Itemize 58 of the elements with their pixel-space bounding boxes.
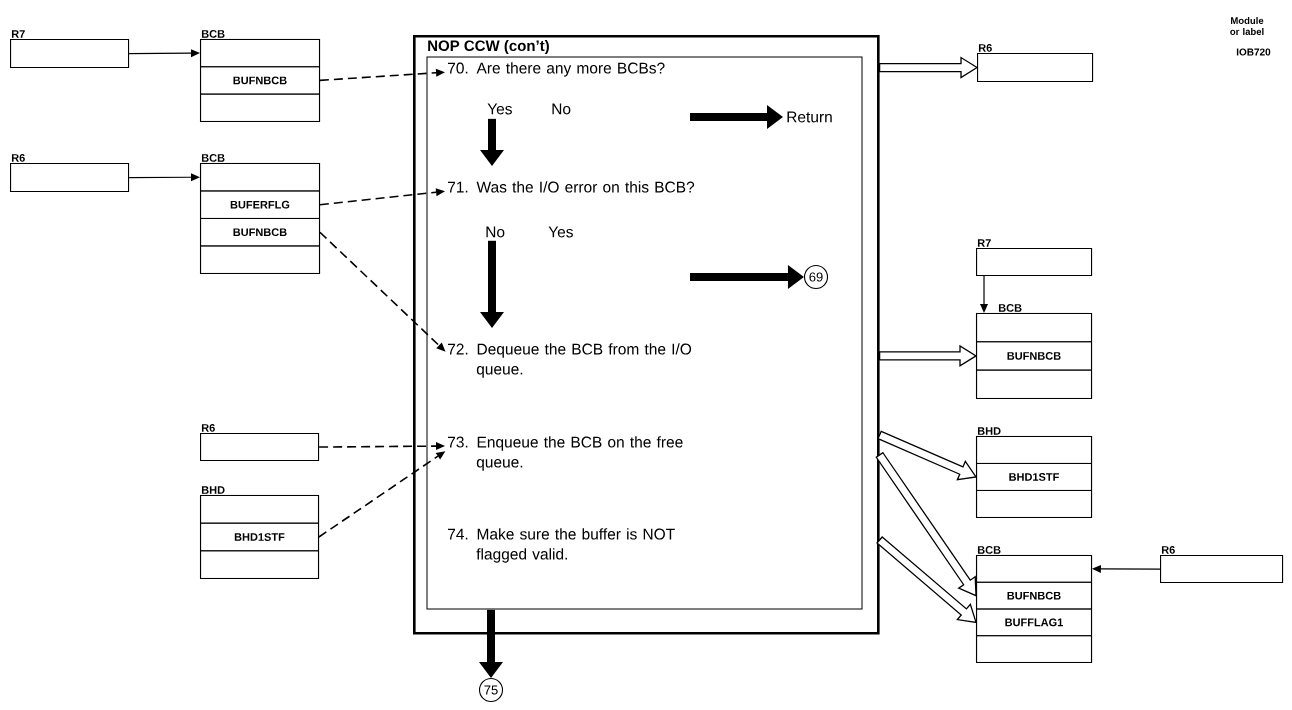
legend-note: Module or label	[1230, 17, 1264, 35]
block-name: BCB	[201, 30, 225, 38]
empty-cell	[976, 436, 1092, 464]
empty-cell	[200, 495, 319, 524]
step-text: 74. Make sure the buffer is NOT flagged valid.	[448, 528, 675, 563]
hollow-arrow	[878, 56, 979, 79]
register-name: R6	[11, 154, 25, 162]
field-cell: BUFERFLG	[200, 190, 320, 219]
block-name: BHD	[977, 427, 1001, 435]
step-text: 72. Dequeue the BCB from the I/O queue.	[448, 343, 692, 378]
empty-cell	[976, 555, 1092, 583]
dashed-arrow	[319, 188, 445, 206]
register-name: R7	[977, 239, 991, 247]
empty-cell	[200, 93, 320, 122]
empty-cell	[200, 550, 319, 579]
field-cell: BUFNBCB	[200, 218, 320, 247]
empty-cell	[976, 369, 1092, 399]
empty-cell	[976, 490, 1092, 518]
empty-cell	[200, 39, 320, 68]
dashed-arrow	[318, 451, 446, 538]
dashed-arrow	[319, 68, 445, 82]
dashed-arrow	[319, 231, 446, 352]
register-name: R7	[11, 30, 25, 38]
branch-label: Yes	[487, 103, 512, 115]
field-cell: BUFNBCB	[200, 66, 320, 95]
step-text: 70. Are there any more BCBs?	[448, 62, 665, 77]
field-cell: BUFFLAG1	[976, 608, 1092, 637]
hollow-arrow	[876, 536, 977, 624]
branch-label: Yes	[548, 226, 573, 238]
field-cell: BUFNBCB	[976, 341, 1092, 371]
register-name: R6	[978, 44, 992, 52]
field-cell: BUFNBCB	[976, 581, 1092, 610]
register-name: R6	[1161, 546, 1175, 554]
block-name: BCB	[998, 304, 1022, 312]
arrow	[128, 49, 200, 58]
branch-label: No	[486, 226, 505, 238]
empty-cell	[200, 245, 320, 274]
arrow	[128, 173, 200, 182]
hollow-arrow	[878, 344, 978, 368]
dashed-arrow	[318, 442, 445, 451]
chart-title: NOP CCW (con’t)	[428, 40, 549, 54]
step-text: 73. Enqueue the BCB on the free queue.	[448, 436, 683, 471]
arrow	[1091, 564, 1161, 573]
field-cell: BHD1STF	[200, 522, 319, 552]
block-name: BHD	[201, 486, 225, 494]
hollow-arrow	[877, 430, 978, 481]
arrow	[980, 275, 988, 313]
module-name: IOB720	[1236, 48, 1271, 56]
empty-cell	[976, 635, 1092, 663]
empty-cell	[200, 163, 320, 192]
empty-cell	[976, 313, 1092, 343]
branch-label: No	[552, 103, 571, 115]
block-name: BCB	[201, 154, 225, 162]
register-name: R6	[201, 424, 215, 432]
step-text: 71. Was the I/O error on this BCB?	[448, 181, 695, 193]
block-name: BCB	[977, 546, 1001, 554]
field-cell: BHD1STF	[976, 463, 1092, 491]
exit-label: Return	[787, 111, 832, 123]
